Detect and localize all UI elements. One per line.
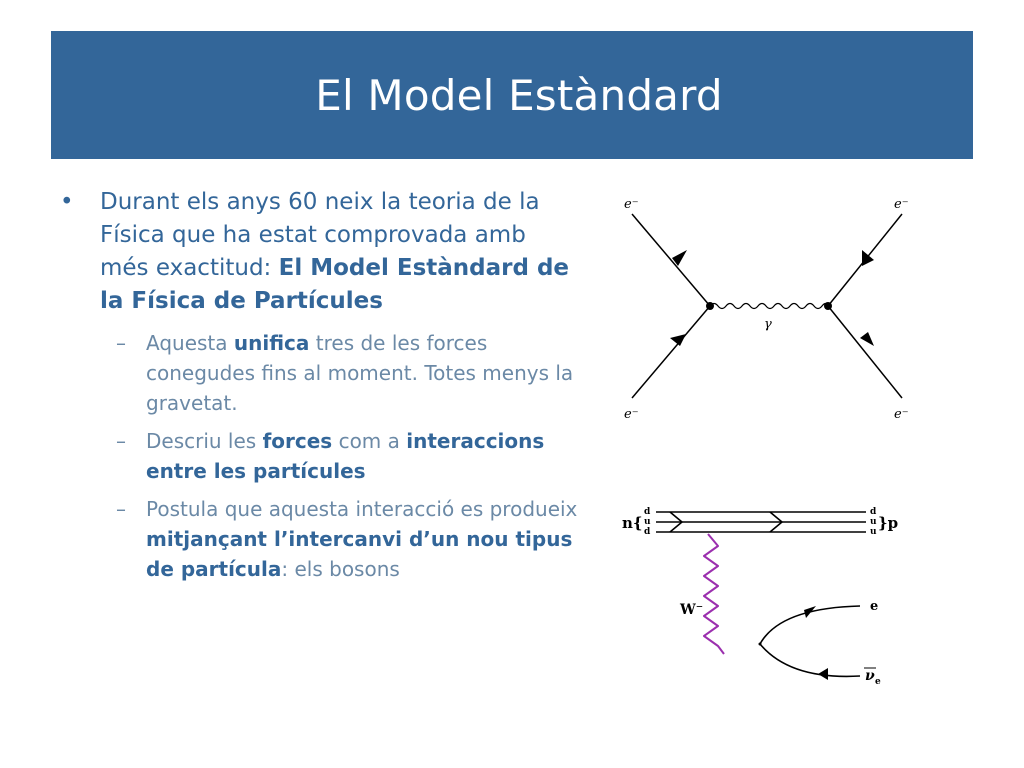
sub-bold: unifica bbox=[233, 331, 310, 355]
quark-arrow-right bbox=[769, 511, 784, 533]
main-bullet: • Durant els anys 60 neix la teoria de la… bbox=[60, 186, 580, 318]
label-quark-left-2: u bbox=[644, 517, 651, 527]
bullet-text: Durant els anys 60 neix la teoria de la … bbox=[100, 189, 540, 281]
sub-text: Aquesta bbox=[146, 331, 234, 355]
label-quark-left-3: d bbox=[644, 527, 651, 537]
electron-line-bottom-left bbox=[631, 305, 711, 399]
electron-arrow bbox=[804, 606, 816, 618]
bullet-marker: • bbox=[60, 189, 74, 215]
title-bar: El Model Estàndard bbox=[51, 31, 973, 159]
label-photon: γ bbox=[764, 317, 772, 332]
sub-text: Postula que aquesta interacció es produe… bbox=[146, 497, 578, 521]
electron-line bbox=[759, 605, 861, 645]
bullet-bold-text: El Model Estàndard de la Física de Partí… bbox=[100, 255, 570, 314]
label-w-boson: W⁻ bbox=[679, 602, 703, 618]
electron-line-top-left bbox=[631, 213, 711, 307]
quark-arrow-left bbox=[669, 511, 684, 533]
label-quark-right-2: u bbox=[870, 517, 877, 527]
sub-bold: forces bbox=[262, 429, 333, 453]
label-electron: e bbox=[870, 599, 878, 614]
sub-marker: – bbox=[116, 331, 126, 355]
label-neutron: n{ bbox=[622, 514, 643, 532]
sub-text: com a bbox=[332, 429, 407, 453]
sub-marker: – bbox=[116, 429, 126, 453]
label-e-top-left: e⁻ bbox=[624, 197, 639, 212]
feynman-diagram-1-svg: e⁻ e⁻ e⁻ e⁻ γ bbox=[624, 197, 909, 422]
label-proton: }p bbox=[878, 514, 898, 532]
sub-item-forces: –Descriu les forces com a interaccions e… bbox=[60, 426, 580, 486]
label-e-bottom-right: e⁻ bbox=[894, 407, 909, 422]
arrow-top-left bbox=[672, 250, 687, 266]
arrow-bottom-left bbox=[670, 334, 686, 346]
sub-bold: interaccions entre les partícules bbox=[146, 429, 545, 483]
photon-line bbox=[709, 302, 829, 310]
sub-list: –Aquesta unifica tres de les forces cone… bbox=[60, 328, 580, 584]
sub-item-unifica: –Aquesta unifica tres de les forces cone… bbox=[60, 328, 580, 418]
sub-bold: mitjançant l’intercanvi d’un nou tipus d… bbox=[146, 527, 573, 581]
label-quark-left-1: d bbox=[644, 507, 651, 517]
feynman-diagram-electron-scattering: e⁻ e⁻ e⁻ e⁻ γ bbox=[612, 186, 924, 432]
label-quark-right-1: d bbox=[870, 507, 877, 517]
sub-text: : els bosons bbox=[281, 557, 400, 581]
w-boson-line bbox=[703, 533, 725, 655]
sub-item-bosons: –Postula que aquesta interacció es produ… bbox=[60, 494, 580, 584]
feynman-diagram-2-svg: n{ d u d d u u }p W⁻ e ν e bbox=[622, 507, 898, 687]
electron-line-bottom-right bbox=[827, 305, 903, 399]
arrow-bottom-right bbox=[860, 332, 874, 346]
sub-marker: – bbox=[116, 497, 126, 521]
antineutrino-line bbox=[759, 643, 861, 678]
sub-text: tres de les forces conegudes fins al mom… bbox=[146, 331, 574, 415]
antineutrino-arrow bbox=[818, 668, 828, 680]
slide-content: • Durant els anys 60 neix la teoria de la… bbox=[60, 186, 580, 592]
arrow-top-right bbox=[862, 250, 874, 266]
label-e-bottom-left: e⁻ bbox=[624, 407, 639, 422]
label-antineutrino-sub: e bbox=[875, 677, 881, 687]
sub-text: Descriu les bbox=[146, 429, 263, 453]
slide-title: El Model Estàndard bbox=[315, 70, 723, 120]
feynman-diagram-beta-decay: n{ d u d d u u }p W⁻ e ν e bbox=[620, 476, 900, 694]
label-antineutrino: ν bbox=[865, 668, 875, 684]
label-quark-right-3: u bbox=[870, 527, 877, 537]
label-e-top-right: e⁻ bbox=[894, 197, 909, 212]
